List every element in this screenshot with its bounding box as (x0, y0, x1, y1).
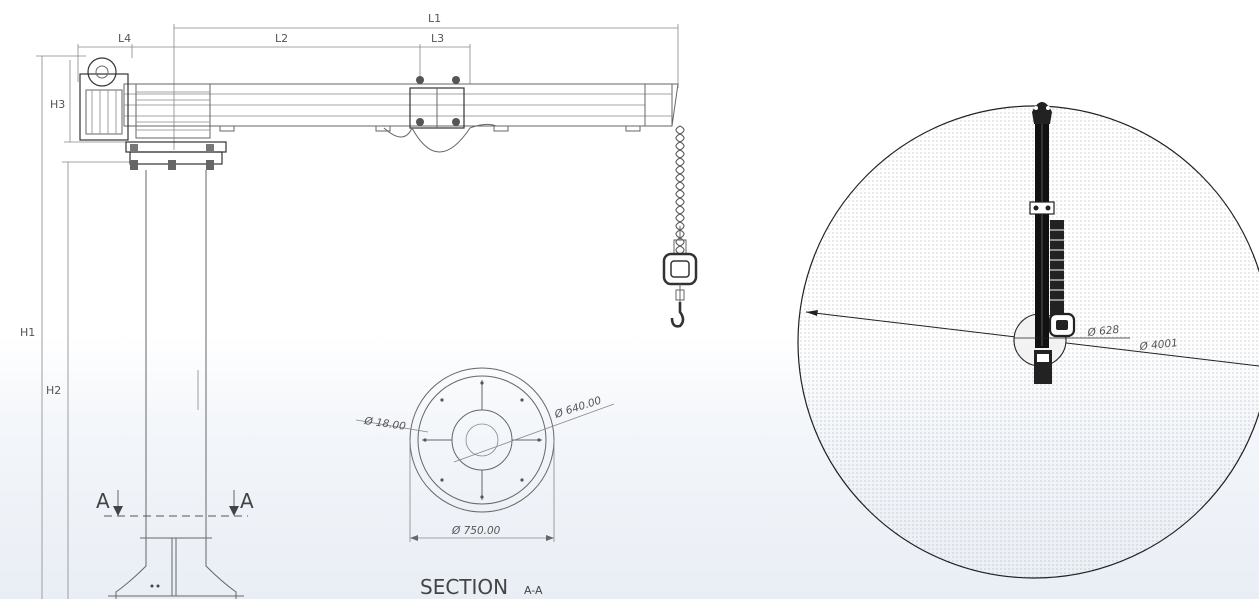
side-view: L1 L4 L2 L3 H1 H2 H3 (20, 12, 698, 599)
section-mark-right: A (240, 489, 254, 513)
section-view: Ø 18.00 Ø 640.00 Ø 750.00 SECTION A-A (355, 367, 615, 599)
dim-l2-label: L2 (275, 32, 288, 45)
outer-dia-label-top: Ø 4001 (1138, 337, 1178, 353)
dim-l1-label: L1 (428, 12, 441, 25)
outer-dia-label: Ø 750.00 (451, 525, 501, 537)
dim-h3-label: H3 (50, 98, 65, 111)
top-view: Ø 628 Ø 4001 (797, 102, 1259, 579)
hole-dia-label: Ø 18.00 (363, 415, 407, 433)
section-title: SECTION (420, 575, 508, 599)
dim-h2-label: H2 (46, 384, 61, 397)
section-subtitle: A-A (524, 584, 543, 597)
dim-l3-label: L3 (431, 32, 444, 45)
dim-h1-label: H1 (20, 326, 35, 339)
inner-dia-label: Ø 628 (1086, 324, 1120, 339)
dim-l4-label: L4 (118, 32, 131, 45)
section-mark-left: A (96, 489, 110, 513)
